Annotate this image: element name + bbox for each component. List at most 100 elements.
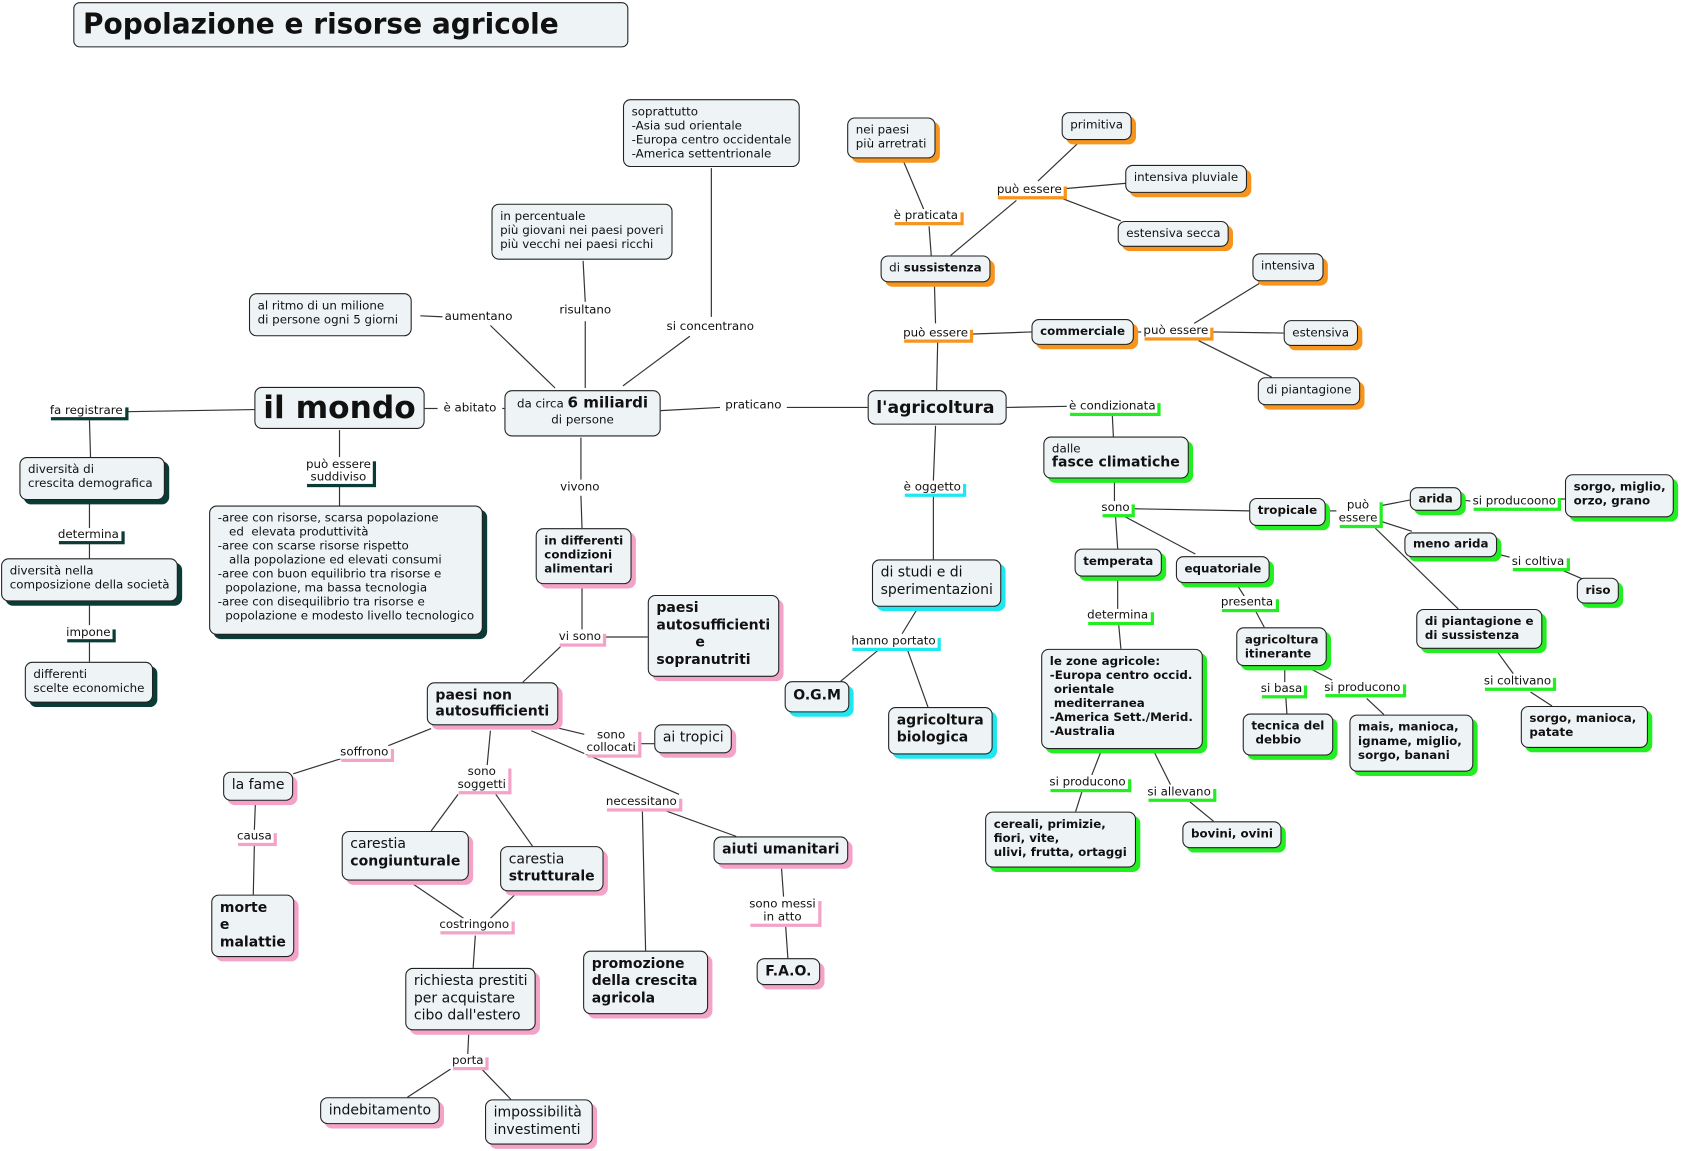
node-intensiva[interactable]: intensiva bbox=[1252, 253, 1324, 282]
node-text: dalle bbox=[1051, 441, 1081, 456]
node-scelte-economiche[interactable]: differenti scelte economiche bbox=[24, 661, 154, 703]
node-la-fame[interactable]: la fame bbox=[223, 771, 294, 801]
node-tropicale[interactable]: tropicale bbox=[1249, 497, 1326, 526]
node-commerciale[interactable]: commerciale bbox=[1031, 319, 1134, 345]
node-ogm[interactable]: O.G.M bbox=[784, 681, 850, 713]
node-tecnica-debbio[interactable]: tecnica del debbio bbox=[1242, 713, 1333, 756]
node-ai-tropici[interactable]: ai tropici bbox=[654, 724, 733, 754]
link-puo-essere: può essere bbox=[1336, 498, 1380, 525]
node-text: di persone bbox=[551, 412, 614, 427]
node-temperata[interactable]: temperata bbox=[1074, 548, 1162, 577]
link-praticano: praticano bbox=[723, 398, 784, 412]
link-si-basa: si basa bbox=[1258, 682, 1305, 696]
node-intensiva-pluviale[interactable]: intensiva pluviale bbox=[1125, 164, 1247, 193]
link-vivono: vivono bbox=[558, 480, 602, 494]
link-si-producono: si producono bbox=[1322, 681, 1403, 695]
link-si-allevano: si allevano bbox=[1145, 785, 1213, 799]
node-text-bold: 6 miliardi bbox=[567, 394, 649, 412]
link-sono-collocati: sono collocati bbox=[584, 728, 638, 755]
link-costringono: costringono bbox=[437, 918, 512, 932]
link-suddiviso: può essere suddiviso bbox=[303, 458, 374, 484]
node-text: da circa bbox=[516, 396, 568, 411]
node-zone-agricole[interactable]: le zone agricole: -Europa centro occid. … bbox=[1041, 648, 1203, 750]
node-indebitamento[interactable]: indebitamento bbox=[320, 1097, 440, 1125]
node-diversita-crescita[interactable]: diversità di crescita demografica bbox=[19, 456, 165, 501]
node-estensiva[interactable]: estensiva bbox=[1283, 320, 1358, 346]
link-e-praticata: è praticata bbox=[891, 209, 961, 223]
link-presenta: presenta bbox=[1218, 595, 1276, 609]
node-nei-paesi-arretrati[interactable]: nei paesi più arretrati bbox=[847, 117, 936, 159]
link-porta: porta bbox=[449, 1054, 486, 1068]
node-equatoriale[interactable]: equatoriale bbox=[1175, 556, 1270, 584]
link-puo-essere: può essere bbox=[900, 326, 971, 340]
node-text: carestia bbox=[508, 851, 565, 868]
node-aiuti-umanitari[interactable]: aiuti umanitari bbox=[713, 836, 849, 865]
link-si-producono: si producono bbox=[1047, 775, 1128, 789]
node-fao[interactable]: F.A.O. bbox=[756, 958, 821, 986]
link-e-oggetto: è oggetto bbox=[901, 480, 964, 494]
node-text-bold: congiunturale bbox=[350, 853, 461, 870]
link-aumentano: aumentano bbox=[442, 310, 515, 324]
node-promozione-crescita[interactable]: promozione della crescita agricola bbox=[583, 950, 709, 1015]
node-text-bold: sussistenza bbox=[903, 260, 982, 275]
node-paesi-non-autosufficienti[interactable]: paesi non autosufficienti bbox=[426, 682, 558, 726]
node-piantagione-sussistenza[interactable]: di piantagione e di sussistenza bbox=[1416, 608, 1543, 649]
node-aree[interactable]: -aree con risorse, scarsa popolazione ed… bbox=[209, 505, 483, 635]
node-morte-malattie[interactable]: morte e malattie bbox=[211, 894, 295, 958]
node-richiesta-prestiti[interactable]: richiesta prestiti per acquistare cibo d… bbox=[405, 967, 537, 1031]
node-sussistenza[interactable]: di sussistenza bbox=[880, 255, 991, 283]
link-vi-sono: vi sono bbox=[556, 630, 604, 644]
node-text-bold: strutturale bbox=[508, 868, 595, 885]
link-si-coltivano: si coltivano bbox=[1481, 674, 1554, 688]
node-meno-arida[interactable]: meno arida bbox=[1404, 532, 1498, 558]
node-riso[interactable]: riso bbox=[1576, 577, 1620, 604]
link-si-concentrano: si concentrano bbox=[664, 320, 757, 334]
node-sorgo-miglio-orzo-grano[interactable]: sorgo, miglio, orzo, grano bbox=[1564, 474, 1675, 518]
link-impone: impone bbox=[64, 626, 113, 640]
node-percentuale[interactable]: in percentuale più giovani nei paesi pov… bbox=[491, 203, 673, 260]
link-hanno-portato: hanno portato bbox=[849, 634, 938, 648]
node-il-mondo[interactable]: il mondo bbox=[254, 386, 425, 429]
link-fa-registrare: fa registrare bbox=[47, 404, 125, 418]
link-causa: causa bbox=[234, 829, 274, 843]
node-diversita-composizione[interactable]: diversità nella composizione della socie… bbox=[1, 558, 179, 602]
link-e-condizionata: è condizionata bbox=[1066, 399, 1158, 413]
node-cereali-primizie[interactable]: cereali, primizie, fiori, vite, ulivi, f… bbox=[985, 811, 1136, 868]
node-arida[interactable]: arida bbox=[1409, 487, 1462, 511]
node-studi-sperimentazioni[interactable]: di studi e di sperimentazioni bbox=[871, 559, 1002, 607]
link-necessitano: necessitano bbox=[603, 795, 679, 809]
map-title: Popolazione e risorse agricole bbox=[73, 2, 629, 48]
node-ritmo[interactable]: al ritmo di un milione di persone ogni 5… bbox=[248, 293, 412, 337]
link-puo-essere: può essere bbox=[994, 183, 1064, 197]
node-text-bold: fasce climatiche bbox=[1051, 454, 1180, 471]
link-sono-messi-in-atto: sono messi in atto bbox=[747, 897, 818, 924]
node-impossibilita-investimenti[interactable]: impossibilità investimenti bbox=[485, 1099, 593, 1145]
node-mais-manioca[interactable]: mais, manioca, igname, miglio, sorgo, ba… bbox=[1349, 714, 1474, 772]
node-di-piantagione[interactable]: di piantagione bbox=[1257, 377, 1361, 406]
link-e-abitato: è abitato bbox=[441, 401, 499, 415]
link-risultano: risultano bbox=[557, 303, 614, 317]
node-bovini-ovini[interactable]: bovini, ovini bbox=[1182, 821, 1282, 849]
link-si-producoono: si producoono bbox=[1470, 494, 1559, 508]
node-soprattutto[interactable]: soprattutto -Asia sud orientale -Europa … bbox=[622, 99, 800, 168]
link-determina: determina bbox=[1084, 608, 1151, 622]
node-paesi-autosufficienti[interactable]: paesi autosufficienti e sopranutriti bbox=[647, 594, 779, 677]
link-sono: sono bbox=[1099, 501, 1132, 515]
link-si-coltiva: si coltiva bbox=[1509, 555, 1567, 569]
node-estensiva-secca[interactable]: estensiva secca bbox=[1117, 220, 1230, 247]
node-agricoltura-biologica[interactable]: agricoltura biologica bbox=[888, 707, 993, 755]
node-condizioni-alimentari[interactable]: in differenti condizioni alimentari bbox=[535, 528, 632, 585]
node-text: di bbox=[889, 260, 904, 275]
node-agricoltura[interactable]: l'agricoltura bbox=[867, 390, 1007, 425]
link-sono-soggetti: sono soggetti bbox=[455, 765, 509, 792]
node-agricoltura-itinerante[interactable]: agricoltura itinerante bbox=[1236, 627, 1328, 667]
link-soffrono: soffrono bbox=[338, 745, 391, 759]
node-primitiva[interactable]: primitiva bbox=[1061, 112, 1132, 141]
node-sorgo-manioca-patate[interactable]: sorgo, manioca, patate bbox=[1520, 705, 1648, 748]
